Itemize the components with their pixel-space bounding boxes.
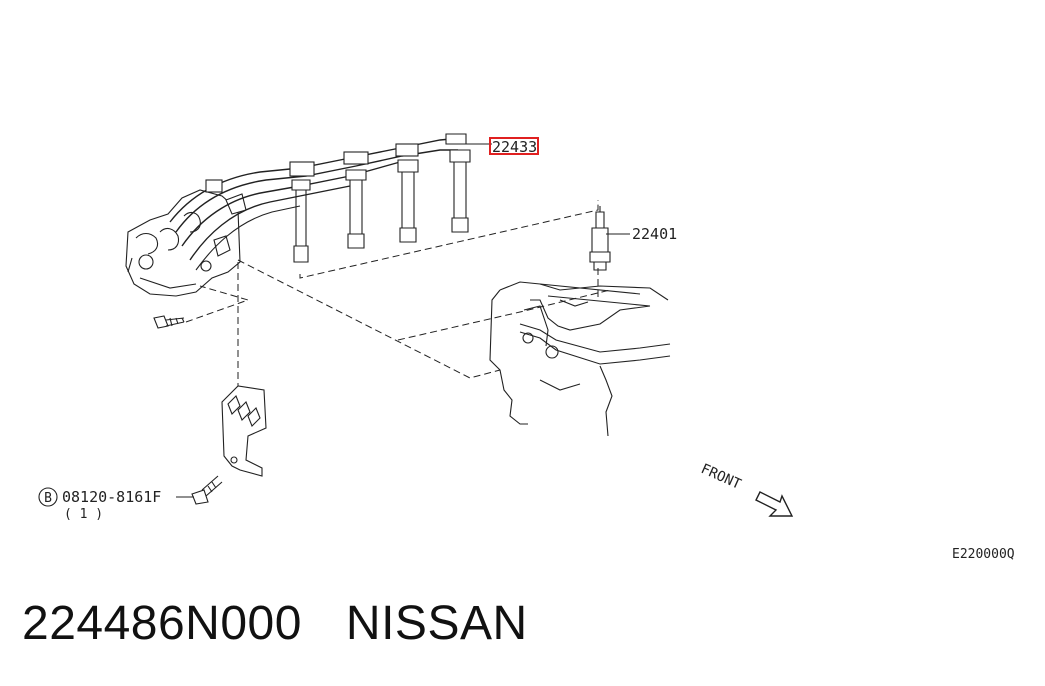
highlight-box xyxy=(489,137,539,155)
front-label: FRONT xyxy=(698,461,744,493)
bolt-symbol-circle xyxy=(38,487,58,507)
brand-name: NISSAN xyxy=(345,597,528,650)
distributor-assembly xyxy=(125,189,247,297)
callout-22401[interactable]: 22401 xyxy=(606,225,677,243)
part-number: 224486N000 xyxy=(22,597,302,650)
coil-bracket xyxy=(221,385,267,477)
bolt-lower xyxy=(191,475,223,505)
bolt-upper xyxy=(153,315,185,329)
callout-bolt[interactable]: B 08120-8161F ( 1 ) xyxy=(38,487,194,522)
callout-22433-text: 22433 xyxy=(492,138,537,156)
diagram-code: E220000Q xyxy=(952,547,1015,562)
dashed-leaders xyxy=(185,200,611,390)
spark-plug-wire-boots xyxy=(291,133,471,263)
front-arrow-icon xyxy=(755,491,794,517)
bolt-symbol: B xyxy=(44,491,52,506)
callout-22401-text: 22401 xyxy=(632,225,677,243)
bolt-quantity: ( 1 ) xyxy=(64,507,103,522)
ignition-wire-harness xyxy=(169,137,463,271)
front-indicator: FRONT xyxy=(698,461,794,517)
bolt-part-number: 08120-8161F xyxy=(62,488,161,506)
callout-22433[interactable]: 22433 xyxy=(466,137,539,156)
engine-block xyxy=(489,281,671,437)
part-footer: 224486N000 NISSAN xyxy=(22,596,528,651)
spark-plug xyxy=(589,206,611,271)
